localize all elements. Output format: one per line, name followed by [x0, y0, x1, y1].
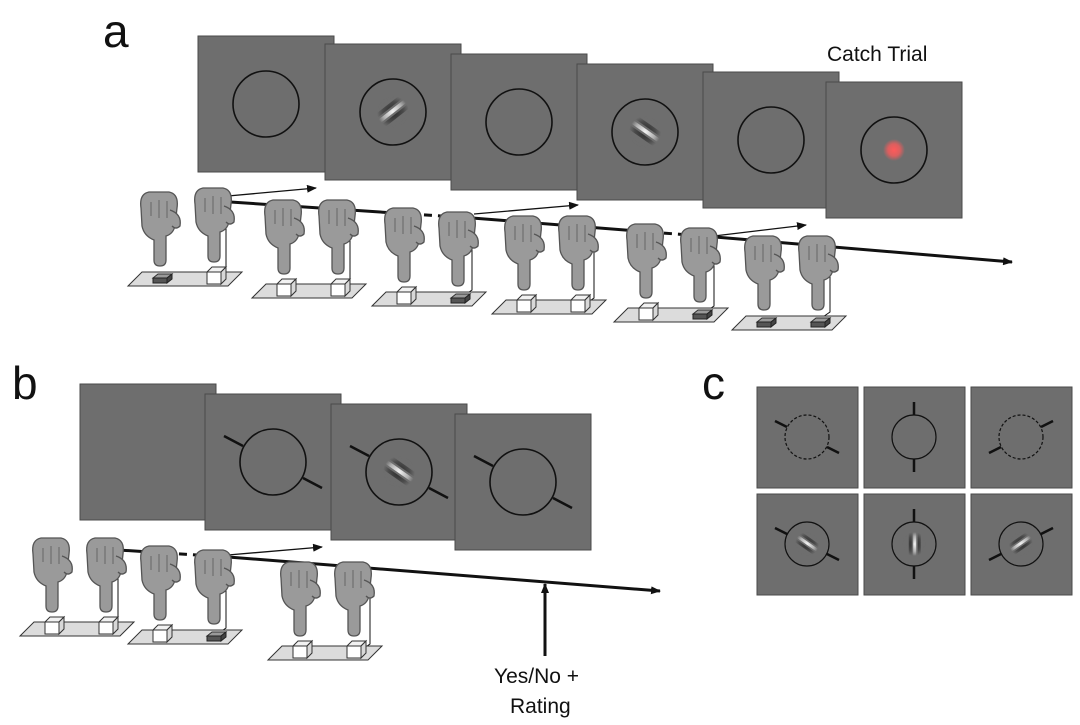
gabor-icon	[902, 532, 926, 556]
hand-icon	[732, 236, 846, 330]
arrow-icon	[713, 222, 807, 237]
panel-a-responses	[128, 188, 846, 330]
screen-a2	[324, 43, 462, 181]
panel-b-responses	[20, 538, 382, 660]
hand-icon	[268, 562, 382, 660]
screen-a5	[702, 71, 840, 209]
screen-a1	[197, 35, 335, 173]
hand-icon	[20, 538, 134, 636]
arrow-icon	[227, 543, 323, 556]
arrow-icon	[227, 184, 317, 197]
panel-c-grid	[756, 386, 1073, 596]
arrow-icon	[473, 201, 579, 215]
cue-tilt-left	[756, 386, 859, 489]
screen-b4	[454, 413, 592, 551]
hand-icon	[614, 224, 728, 322]
catch-trial-label: Catch Trial	[827, 43, 928, 66]
panel-label-b: b	[12, 357, 38, 409]
screen-b1	[79, 383, 217, 521]
cue-tilt-right	[970, 386, 1073, 489]
screen-a3	[450, 53, 588, 191]
screen-a4	[576, 63, 714, 201]
panel-label-a: a	[103, 5, 129, 57]
response-label-line2: Rating	[510, 695, 571, 718]
panel-b-screens	[79, 383, 592, 551]
hand-icon	[492, 216, 606, 314]
hand-icon	[372, 208, 486, 306]
panel-label-c: c	[702, 357, 725, 409]
hand-icon	[128, 188, 242, 286]
hand-icon	[252, 200, 366, 298]
screen-catch-trial	[825, 81, 963, 219]
target-tilt-left	[756, 493, 859, 596]
screen-b3	[330, 403, 468, 541]
catch-dot-icon	[883, 139, 905, 161]
panel-a-screens	[197, 35, 963, 219]
target-vertical	[863, 493, 966, 596]
cue-vertical	[863, 386, 966, 489]
screen-b2	[204, 393, 342, 531]
response-label-line1: Yes/No +	[494, 665, 580, 688]
target-tilt-right	[970, 493, 1073, 596]
